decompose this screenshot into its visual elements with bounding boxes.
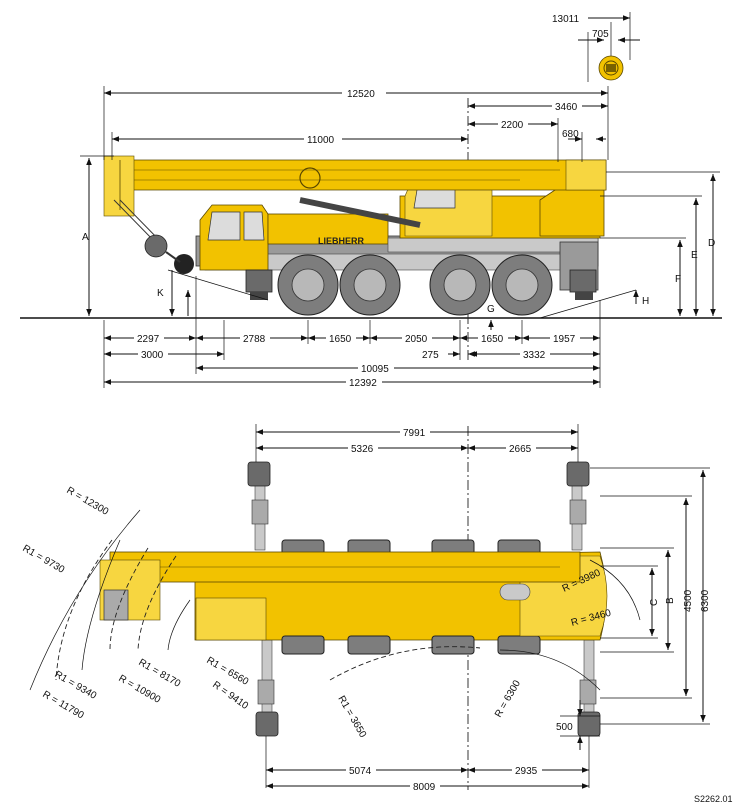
dim-1650-a: 1650 bbox=[329, 334, 352, 345]
brand-logo: LIEBHERR bbox=[318, 236, 365, 246]
dim-2200: 2200 bbox=[501, 120, 524, 131]
side-dims-k-g: K G bbox=[157, 270, 495, 330]
dim-12520: 12520 bbox=[347, 89, 375, 100]
swing-radii bbox=[29, 509, 641, 691]
side-view: LIEBHERR bbox=[20, 12, 722, 389]
dim-2935: 2935 bbox=[515, 766, 538, 777]
side-dim-a: A bbox=[80, 155, 114, 316]
top-dims-right: 6300 4500 B C 500 bbox=[556, 467, 711, 750]
dim-680: 680 bbox=[562, 129, 579, 140]
dim-7991: 7991 bbox=[403, 428, 426, 439]
dim-letter-b: B bbox=[665, 597, 676, 604]
dim-13011: 13011 bbox=[552, 14, 580, 25]
hook-block-side bbox=[113, 199, 194, 274]
dim-1650-b: 1650 bbox=[481, 334, 504, 345]
dim-275: 275 bbox=[422, 350, 439, 361]
dim-5326: 5326 bbox=[351, 444, 374, 455]
dim-3000: 3000 bbox=[141, 350, 164, 361]
top-dims-top: 7991 5326 2665 bbox=[255, 424, 579, 462]
dim-2665: 2665 bbox=[509, 444, 532, 455]
dim-12392: 12392 bbox=[349, 378, 377, 389]
dim-2788: 2788 bbox=[243, 334, 266, 345]
dim-letter-k: K bbox=[157, 288, 164, 299]
top-view: R = 12300 R1 = 9730 R1 = 9340 R = 11790 … bbox=[21, 424, 711, 793]
dim-letter-e: E bbox=[691, 250, 698, 261]
wheels-side bbox=[277, 254, 553, 316]
dim-letter-d: D bbox=[708, 238, 715, 249]
dim-5074: 5074 bbox=[349, 766, 372, 777]
dim-letter-g: G bbox=[487, 304, 495, 315]
dim-letter-c: C bbox=[649, 599, 660, 606]
dim-4500: 4500 bbox=[683, 589, 694, 612]
radius-r-6300: R = 6300 bbox=[493, 678, 523, 719]
side-dims-bottom: 2297 2788 1650 2050 1650 1957 3000 275 bbox=[103, 276, 601, 389]
top-dims-bottom: 5074 2935 8009 bbox=[265, 736, 590, 793]
telescopic-boom bbox=[103, 155, 607, 228]
dim-6300: 6300 bbox=[700, 589, 711, 612]
radius-r1-9730: R1 = 9730 bbox=[21, 543, 67, 576]
radius-r-10900: R = 10900 bbox=[117, 673, 163, 706]
dim-letter-f: F bbox=[675, 274, 681, 285]
dim-10095: 10095 bbox=[361, 364, 389, 375]
dim-letter-a: A bbox=[82, 232, 89, 243]
dim-500: 500 bbox=[556, 722, 573, 733]
side-dims-top: 13011 705 12520 3460 2200 bbox=[103, 12, 640, 162]
radius-r1-3650: R1 = 3650 bbox=[335, 694, 368, 740]
dim-letter-h: H bbox=[642, 296, 649, 307]
hook-block-front-icon bbox=[598, 22, 624, 81]
radius-r-12300: R = 12300 bbox=[65, 485, 111, 518]
dim-3332: 3332 bbox=[523, 350, 546, 361]
dim-2297: 2297 bbox=[137, 334, 160, 345]
dim-1957: 1957 bbox=[553, 334, 576, 345]
boom-top bbox=[99, 551, 581, 621]
dim-3460: 3460 bbox=[555, 102, 578, 113]
dim-705: 705 bbox=[592, 29, 609, 40]
dim-8009: 8009 bbox=[413, 782, 436, 793]
side-dims-right: D E F H bbox=[600, 171, 720, 316]
radius-r1-6560: R1 = 6560 bbox=[205, 655, 251, 688]
drawing-id: S2262.01 bbox=[694, 794, 733, 804]
dim-2050: 2050 bbox=[405, 334, 428, 345]
outriggers-top bbox=[247, 461, 601, 737]
dim-11000: 11000 bbox=[307, 135, 335, 146]
